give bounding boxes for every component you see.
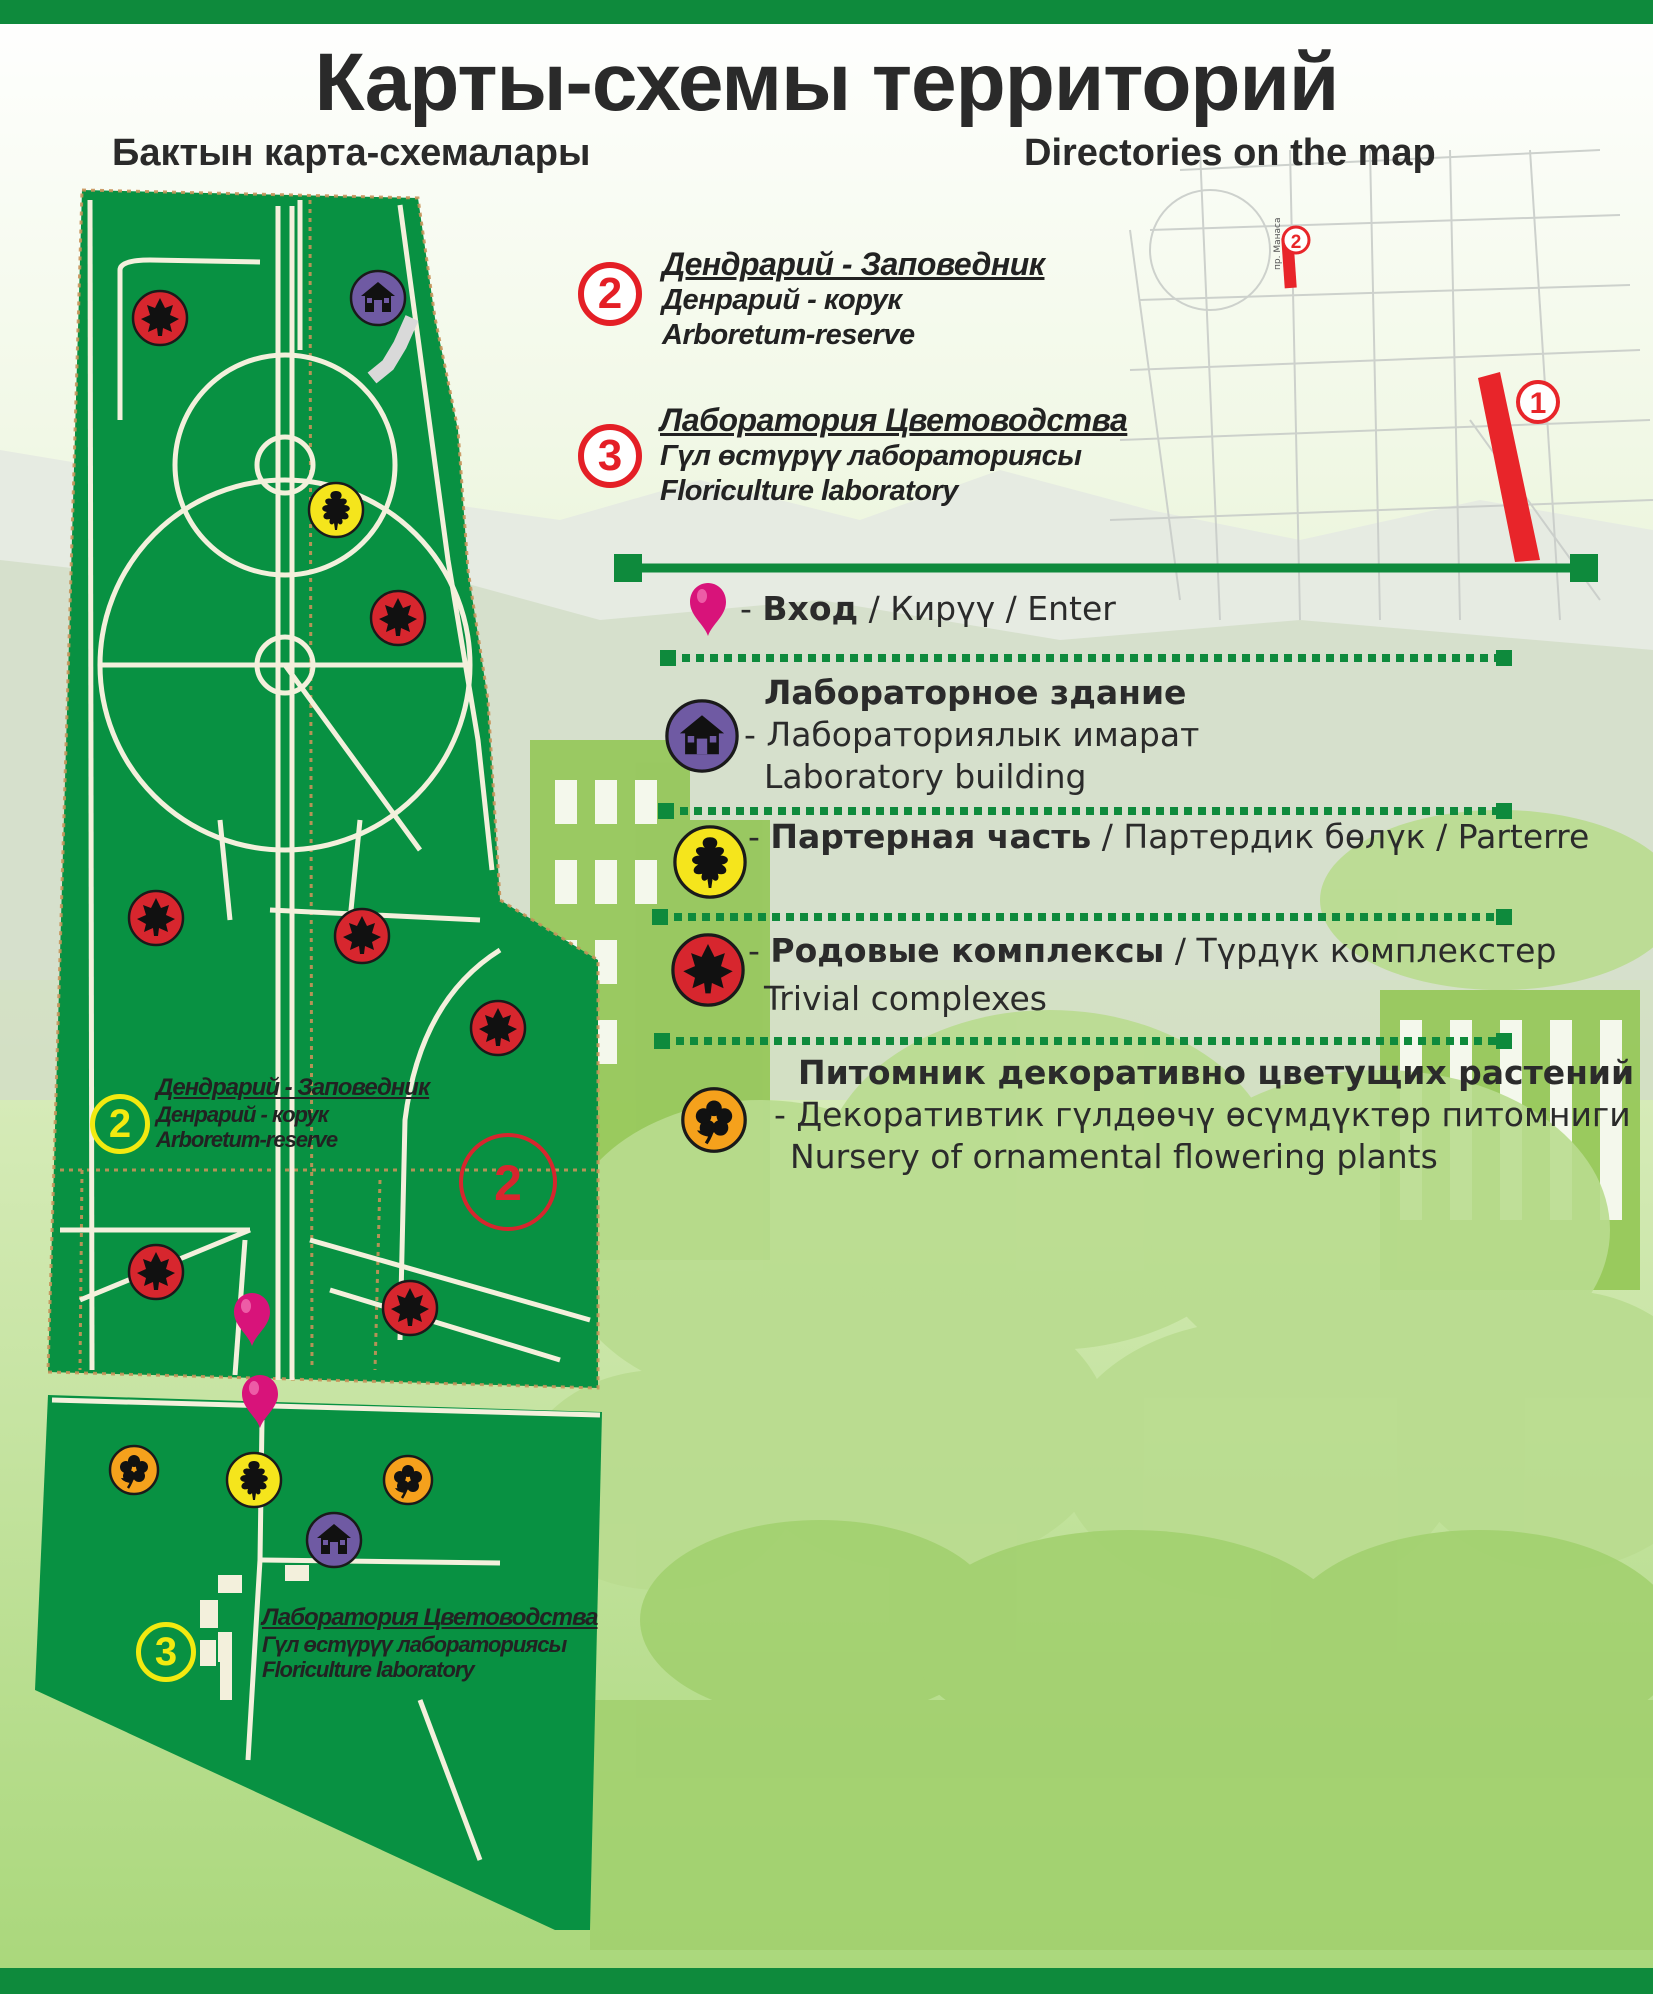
legend-lab-line1: Лабораторное здание — [764, 673, 1187, 712]
legend-nursery: Питомник декоративно цветущих растений -… — [774, 1052, 1634, 1178]
bottom-band — [0, 1968, 1653, 1994]
legend-lab-building-icon — [665, 699, 739, 773]
zone-number: 2 — [494, 1155, 522, 1211]
directory-3-number: 3 — [578, 424, 642, 488]
map-floriculture-label[interactable]: Лаборатория Цветоводства Гүл өстүрүү лаб… — [262, 1604, 598, 1682]
map-arboretum-heading: Дендрарий - Заповедник — [156, 1074, 430, 1101]
zone-number-circle — [459, 1133, 557, 1231]
legend-complex-icon — [671, 933, 745, 1007]
legend-complexes-line2: Trivial complexes — [764, 979, 1047, 1018]
inset-street-label: пр. Манаса — [1273, 218, 1283, 270]
arboretum-territory — [48, 190, 598, 1388]
legend-parterre: - Партерная часть / Партердик бөлүк / Pa… — [748, 817, 1590, 856]
subtitle-right: Directories on the map — [1024, 132, 1436, 174]
top-band — [0, 0, 1653, 24]
legend-nursery-icon — [681, 1087, 747, 1153]
map-floriculture-line2: Floriculture laboratory — [262, 1657, 475, 1682]
legend-lab-line2: - Лабораториялык имарат — [744, 715, 1200, 754]
tree-silhouettes-front — [590, 1520, 1653, 1950]
directory-arboretum-heading: Дендрарий - Заповедник — [662, 246, 1045, 282]
map-arboretum-line2: Arboretum-reserve — [156, 1127, 338, 1152]
legend-lab-line3: Laboratory building — [764, 757, 1087, 796]
directory-floriculture-line1: Гүл өстүрүү лабораториясы — [660, 440, 1082, 472]
floriculture-territory — [35, 1395, 602, 1930]
legend-enter: - Вход / Кирүү / Enter — [740, 589, 1116, 628]
legend-enter-bold: Вход — [762, 589, 859, 628]
map-arboretum-number: 2 — [90, 1094, 150, 1154]
page-title: Карты-схемы территорий — [314, 37, 1340, 128]
legend-nursery-line2: - Декоративтик гүлдөөчү өсүмдүктөр питом… — [774, 1095, 1631, 1134]
boundary-lines — [46, 188, 600, 1390]
subtitle-left: Бактын карта-схемалары — [112, 132, 591, 174]
legend-enter-icon — [690, 583, 726, 636]
park-paths — [51, 199, 601, 1861]
directory-floriculture[interactable]: Лаборатория Цветоводства Гүл өстүрүү лаб… — [660, 402, 1128, 509]
legend-parterre-bold: Партерная часть — [770, 817, 1092, 856]
inset-marker-2-label: 2 — [1291, 232, 1302, 253]
lab-buildings — [200, 1565, 309, 1700]
map-floriculture-line1: Гүл өстүрүү лабораториясы — [262, 1632, 567, 1657]
directory-arboretum[interactable]: Дендрарий - Заповедник Денрарий - корук … — [662, 246, 1045, 353]
map-arboretum-label[interactable]: Дендрарий - Заповедник Денрарий - корук … — [156, 1074, 430, 1152]
legend-lab-building: Лабораторное здание - Лабораториялык има… — [744, 672, 1199, 798]
map-floriculture-heading: Лаборатория Цветоводства — [262, 1604, 598, 1631]
directory-floriculture-heading: Лаборатория Цветоводства — [660, 402, 1128, 438]
inset-streets — [1109, 149, 1653, 621]
legend-nursery-line1: Питомник декоративно цветущих растений — [798, 1053, 1635, 1092]
walkway — [367, 315, 419, 384]
legend-parterre-icon — [673, 825, 747, 899]
map-arboretum-line1: Денрарий - корук — [156, 1102, 329, 1127]
map-floriculture-number: 3 — [136, 1622, 196, 1682]
directory-arboretum-line2: Arboretum-reserve — [662, 319, 915, 351]
inset-area-1 — [1478, 372, 1540, 562]
directory-arboretum-line1: Денрарий - корук — [662, 284, 902, 316]
inset-marker-1-label: 1 — [1530, 387, 1547, 420]
legend-complexes-bold: Родовые комплексы — [770, 931, 1165, 970]
legend-nursery-line3: Nursery of ornamental flowering plants — [790, 1137, 1438, 1176]
directory-floriculture-line2: Floriculture laboratory — [660, 475, 958, 507]
legend-complexes: - Родовые комплексы / Түрдүк комплекстер… — [748, 931, 1557, 1018]
directory-2-number: 2 — [578, 262, 642, 326]
inset-marker-2 — [1281, 225, 1311, 255]
inset-marker-1 — [1516, 380, 1560, 424]
